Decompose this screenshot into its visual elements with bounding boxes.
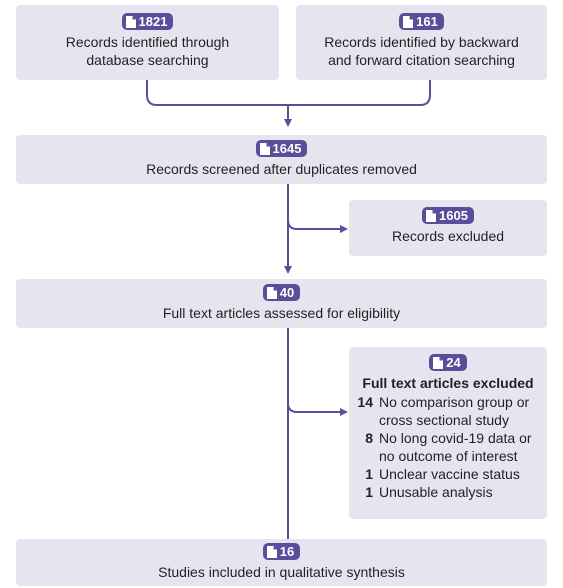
- count-value: 1605: [439, 208, 468, 223]
- count-badge: 1645: [255, 140, 308, 157]
- exclusion-reason: 14 No comparison group or cross sectiona…: [355, 393, 539, 429]
- reason-count: 14: [357, 394, 373, 410]
- count-value: 161: [416, 14, 438, 29]
- exclusion-reasons: 14 No comparison group or cross sectiona…: [349, 393, 547, 501]
- reason-count: 8: [365, 430, 373, 446]
- screened-box: 1645 Records screened after duplicates r…: [16, 135, 547, 184]
- box-label: Studies included in qualitative synthesi…: [158, 564, 405, 580]
- reason-text: Unusable analysis: [379, 484, 493, 500]
- reason-count: 1: [365, 484, 373, 500]
- document-icon: [259, 142, 270, 155]
- box-label: Full text articles assessed for eligibil…: [162, 305, 401, 321]
- included-box: 16 Studies included in qualitative synth…: [16, 539, 547, 586]
- reason-text: Unclear vaccine status: [379, 466, 520, 482]
- count-badge: 1821: [121, 13, 174, 30]
- count-value: 1821: [138, 14, 168, 29]
- document-icon: [403, 15, 414, 28]
- merge-connector: [146, 80, 431, 106]
- box-label: Records identified through database sear…: [65, 34, 230, 68]
- reason-count: 1: [365, 466, 373, 482]
- document-icon: [266, 545, 277, 558]
- document-icon: [433, 356, 444, 369]
- box-label: Records identified by backward and forwa…: [324, 34, 519, 68]
- count-badge: 1605: [422, 207, 474, 224]
- document-icon: [426, 209, 437, 222]
- document-icon: [125, 15, 136, 28]
- arrow-to-records-excluded: [287, 219, 348, 233]
- document-icon: [266, 286, 277, 299]
- count-badge: 16: [262, 543, 301, 560]
- records-excluded-box: 1605 Records excluded: [349, 200, 547, 256]
- full-text-assessed-box: 40 Full text articles assessed for eligi…: [16, 279, 547, 328]
- box-label: Records screened after duplicates remove…: [146, 161, 417, 177]
- exclusion-reason: 1 Unusable analysis: [355, 483, 539, 501]
- count-badge: 40: [262, 284, 301, 301]
- full-text-excluded-box: 24 Full text articles excluded 14 No com…: [349, 347, 547, 519]
- count-value: 1645: [272, 141, 302, 156]
- reason-text: No comparison group or cross sectional s…: [379, 394, 530, 428]
- box-title: Full text articles excluded: [362, 375, 534, 391]
- box-label: Records excluded: [391, 228, 505, 244]
- count-value: 24: [446, 355, 461, 370]
- exclusion-reason: 8 No long covid-19 data or no outcome of…: [355, 429, 539, 465]
- reason-text: No long covid-19 data or no outcome of i…: [379, 430, 532, 464]
- exclusion-reason: 1 Unclear vaccine status: [355, 465, 539, 483]
- arrow-to-articles-excluded: [287, 402, 348, 416]
- citation-search-box: 161 Records identified by backward and f…: [296, 5, 547, 80]
- database-search-box: 1821 Records identified through database…: [16, 5, 279, 80]
- count-badge: 24: [429, 354, 467, 371]
- count-badge: 161: [399, 13, 444, 30]
- count-value: 16: [279, 544, 295, 559]
- count-value: 40: [279, 285, 295, 300]
